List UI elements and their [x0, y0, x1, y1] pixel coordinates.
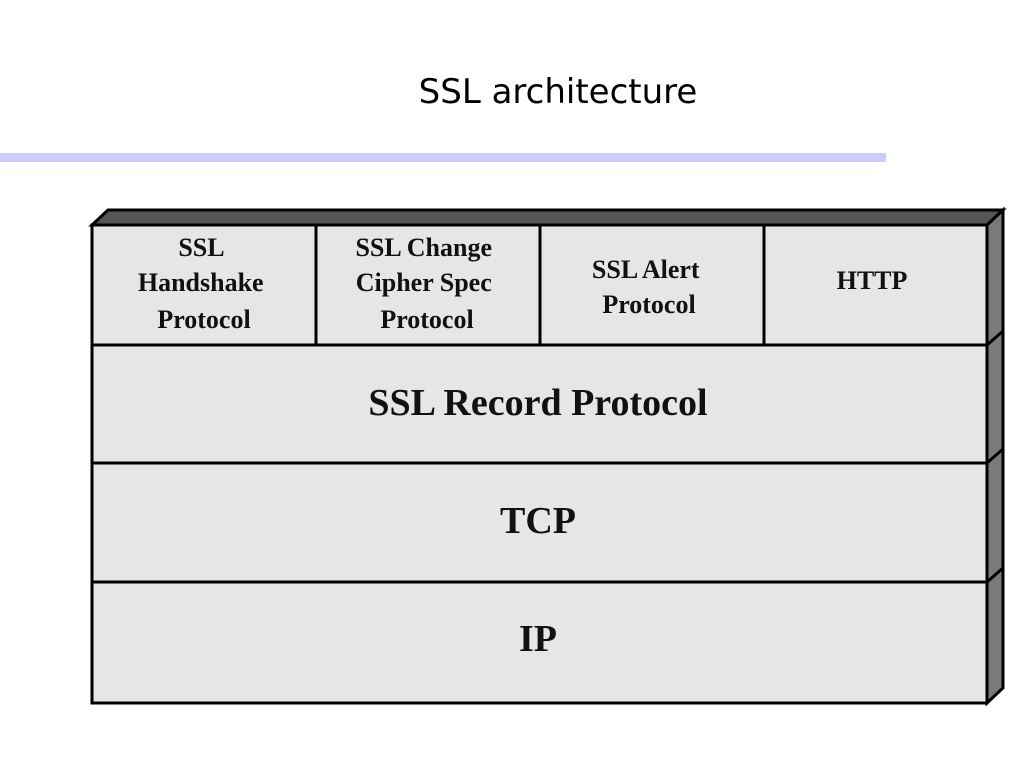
- layer-label-tcp: TCP: [500, 500, 576, 542]
- layer-label-ip: IP: [519, 618, 557, 660]
- title-underline: [0, 153, 886, 162]
- layer-ip: [90, 580, 989, 705]
- cell-label-change-cipher-spec: SSL Change Cipher Spec Protocol: [355, 233, 498, 334]
- slide-title: SSL architecture: [418, 72, 698, 112]
- cell-ssl-alert-protocol: [538, 223, 766, 347]
- cell-label-alert: SSL Alert Protocol: [592, 255, 706, 319]
- stack-top-bevel: [88, 208, 1007, 227]
- cell-label-handshake: SSL Handshake Protocol: [138, 233, 270, 334]
- layer-label-ssl-record: SSL Record Protocol: [368, 382, 707, 424]
- cell-label-http: HTTP: [837, 266, 908, 295]
